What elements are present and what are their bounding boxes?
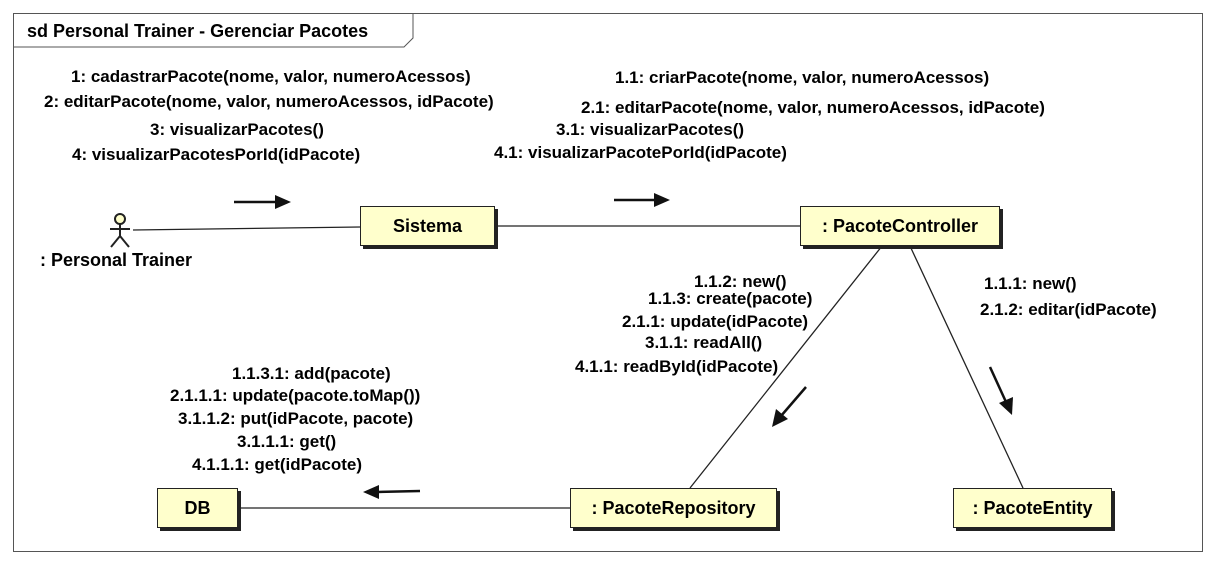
- object-pacote-controller[interactable]: : PacoteController: [800, 206, 1000, 246]
- object-pacote-repository[interactable]: : PacoteRepository: [570, 488, 777, 528]
- message-label: 2: editarPacote(nome, valor, numeroAcess…: [44, 92, 494, 111]
- message-arrows: [234, 193, 1013, 499]
- message-label: 1.1.2: new(): [694, 272, 787, 291]
- frame-tab-border: [13, 13, 414, 48]
- message-label: 4.1: visualizarPacotePorId(idPacote): [494, 143, 787, 162]
- arrow-controller-repository: [772, 386, 807, 427]
- message-label: 1.1.1: new(): [984, 274, 1077, 293]
- message-label: 3.1.1.2: put(idPacote, pacote): [178, 409, 414, 428]
- message-label: 4.1.1.1: get(idPacote): [192, 455, 363, 474]
- arrow-controller-entity: [988, 366, 1013, 415]
- message-label: 2.1.1: update(idPacote): [622, 312, 809, 331]
- link-controller-entity: [909, 245, 1024, 489]
- object-pacote-entity[interactable]: : PacoteEntity: [953, 488, 1112, 528]
- object-db[interactable]: DB: [157, 488, 238, 528]
- message-label: 1: cadastrarPacote(nome, valor, numeroAc…: [71, 67, 471, 86]
- frame-title: sd Personal Trainer - Gerenciar Pacotes: [27, 21, 369, 41]
- message-label: 3.1: visualizarPacotes(): [556, 120, 745, 139]
- association-links: [132, 225, 1024, 509]
- message-label: 4: visualizarPacotesPorId(idPacote): [72, 145, 361, 164]
- actor-label: : Personal Trainer: [40, 250, 193, 270]
- link-controller-repository: [689, 245, 883, 489]
- message-label: 2.1.2: editar(idPacote): [980, 300, 1157, 319]
- arrow-sistema-controller: [614, 193, 670, 207]
- message-label: 1.1.3.1: add(pacote): [232, 364, 391, 383]
- message-label: 3.1.1.1: get(): [237, 432, 337, 451]
- message-label: 3: visualizarPacotes(): [150, 120, 324, 139]
- link-actor-sistema: [132, 226, 361, 231]
- message-label: 2.1.1.1: update(pacote.toMap()): [170, 386, 421, 405]
- arrow-actor-sistema: [234, 195, 291, 209]
- message-label: 3.1.1: readAll(): [645, 333, 763, 352]
- message-label: 2.1: editarPacote(nome, valor, numeroAce…: [581, 98, 1045, 117]
- message-label: 1.1.3: create(pacote): [648, 289, 813, 308]
- sequence-frame: [13, 13, 1203, 552]
- actor-figure: [110, 213, 130, 248]
- object-sistema[interactable]: Sistema: [360, 206, 495, 246]
- arrow-repository-db: [363, 485, 421, 499]
- message-label: 1.1: criarPacote(nome, valor, numeroAces…: [615, 68, 990, 87]
- message-label: 4.1.1: readById(idPacote): [575, 357, 779, 376]
